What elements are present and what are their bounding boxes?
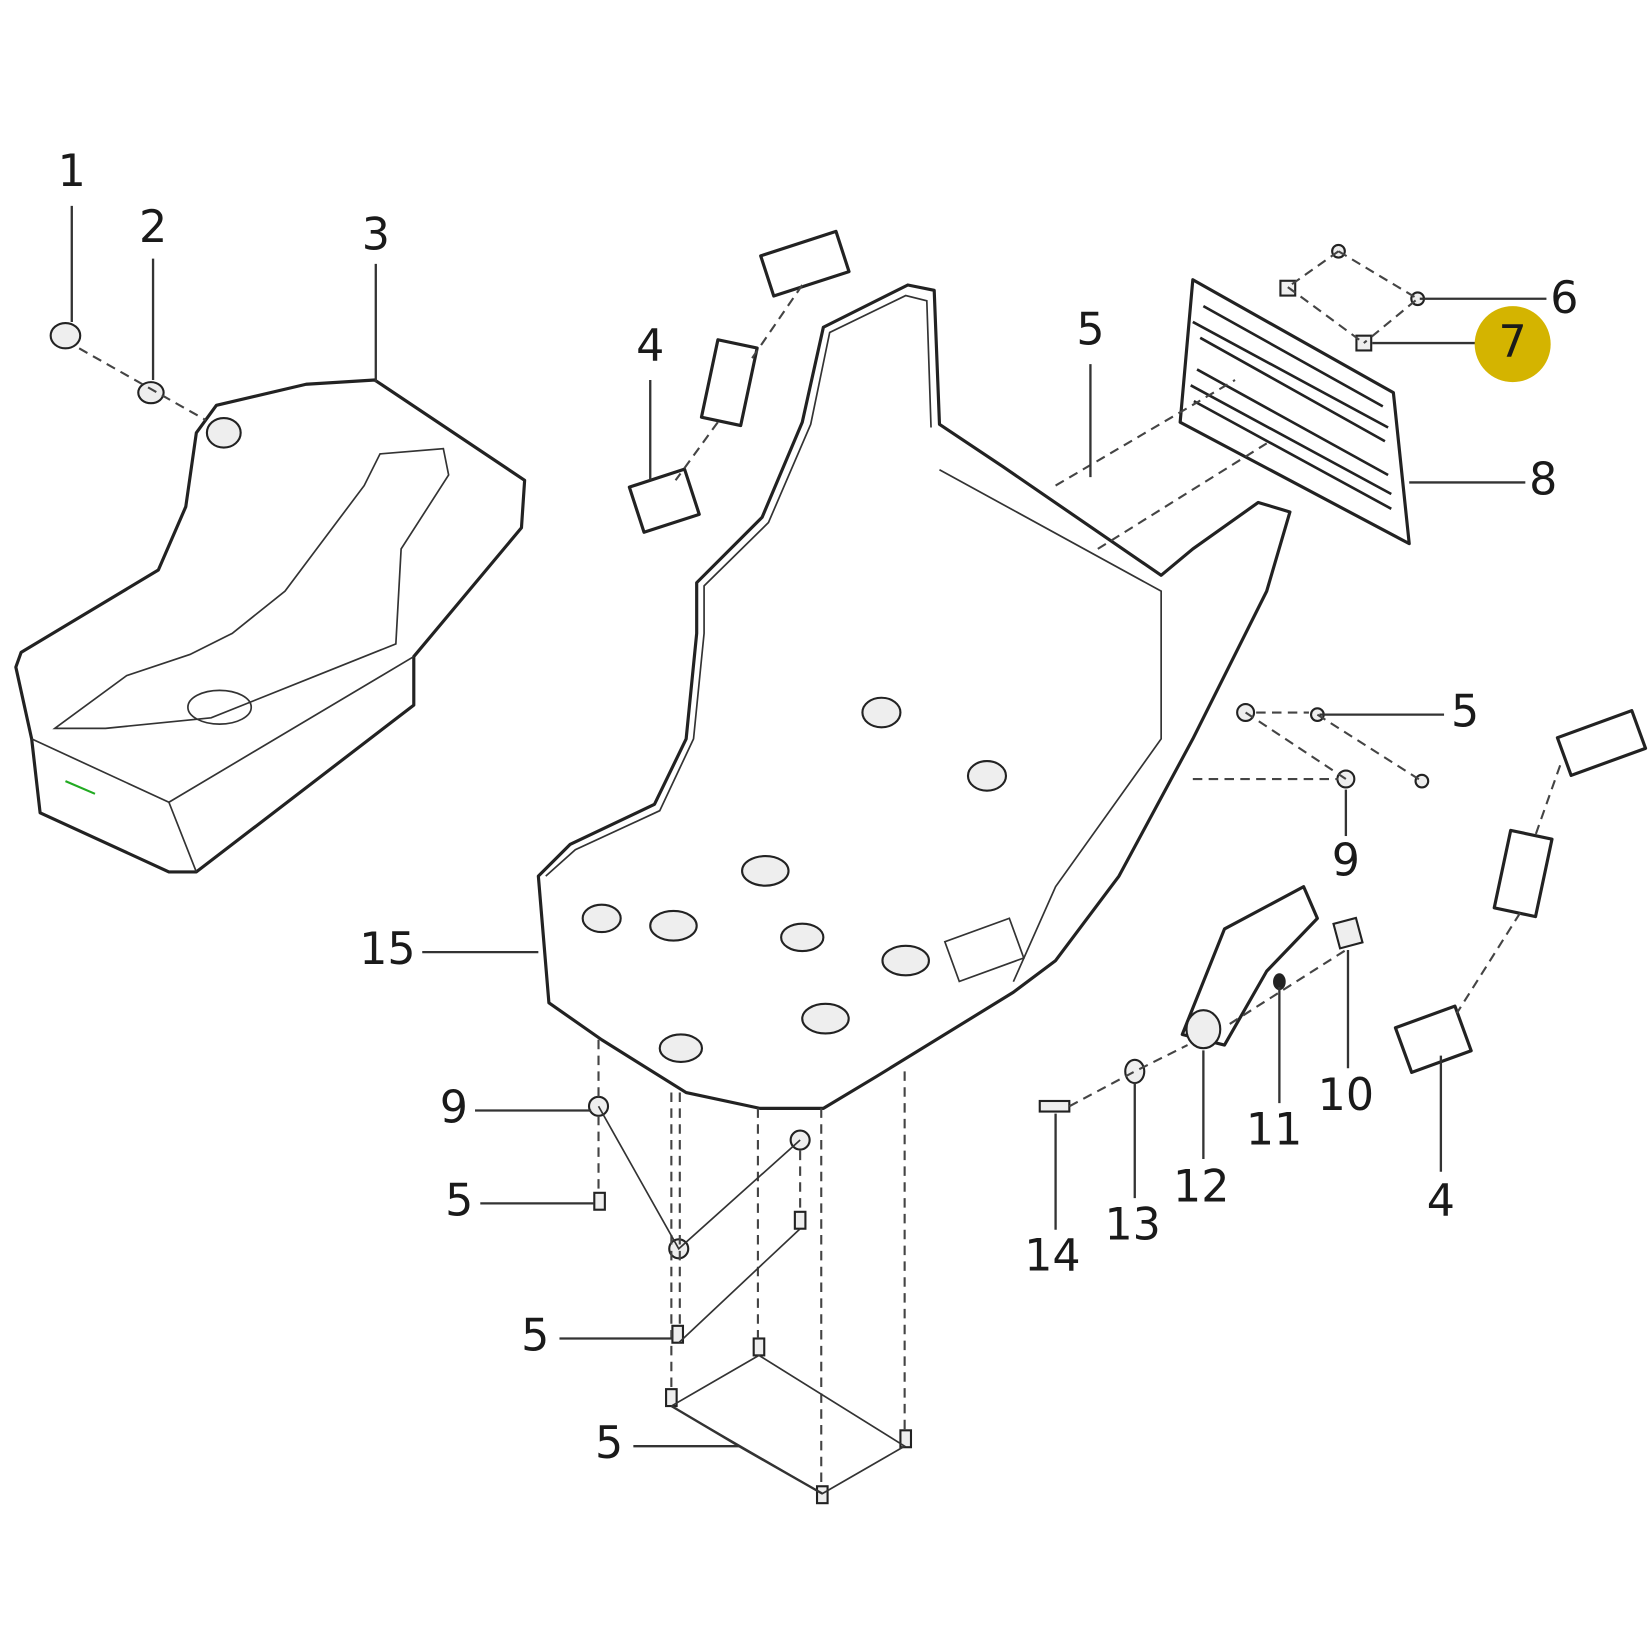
grille-mesh (1190, 304, 1392, 510)
part-4-pads-right[interactable] (1393, 709, 1648, 1074)
grommets (581, 696, 1008, 1063)
part-15-skid-plate[interactable] (536, 283, 1292, 1110)
part-8-grille[interactable] (1178, 278, 1411, 546)
callout-6[interactable]: 6 (1550, 273, 1578, 324)
part-12-bracket[interactable] (1180, 885, 1319, 1050)
callout-12[interactable]: 12 (1173, 1162, 1229, 1213)
part-10-nut[interactable] (1332, 916, 1364, 950)
part-1-cap[interactable] (49, 321, 82, 350)
callout-4[interactable]: 4 (1427, 1175, 1455, 1226)
callout-9[interactable]: 9 (1332, 835, 1360, 886)
highlight-circle (1474, 306, 1551, 383)
bottom-hardware (587, 1095, 913, 1505)
part-4-pads-left[interactable] (627, 229, 851, 534)
callouts: 1 2 3 4 5 6 7 8 5 9 4 10 11 12 13 14 15 … (58, 146, 1578, 1495)
part-14-bolt[interactable] (1038, 1099, 1071, 1113)
callout-7-highlighted[interactable]: 7 (1499, 317, 1527, 368)
callout-5[interactable]: 5 (595, 1418, 623, 1469)
callout-5[interactable]: 5 (1451, 687, 1479, 738)
callout-10[interactable]: 10 (1318, 1070, 1374, 1121)
part-11-spacer[interactable] (1273, 973, 1286, 991)
callout-3[interactable]: 3 (362, 210, 390, 261)
callout-15[interactable]: 15 (359, 924, 415, 975)
callout-5[interactable]: 5 (445, 1175, 473, 1226)
callout-13[interactable]: 13 (1104, 1200, 1160, 1251)
callout-5[interactable]: 5 (1076, 305, 1104, 356)
part-3-tank[interactable] (14, 378, 527, 874)
callout-2[interactable]: 2 (139, 202, 167, 253)
part-2-gasket[interactable] (137, 381, 165, 405)
callout-8[interactable]: 8 (1529, 454, 1557, 505)
part-13-washer[interactable] (1124, 1058, 1146, 1085)
callout-14[interactable]: 14 (1024, 1230, 1080, 1281)
callout-9[interactable]: 9 (440, 1082, 468, 1133)
callout-1[interactable]: 1 (58, 146, 86, 197)
part-6-bolts[interactable] (1331, 243, 1426, 307)
callout-11[interactable]: 11 (1246, 1105, 1302, 1156)
callout-4[interactable]: 4 (636, 320, 664, 371)
callout-5[interactable]: 5 (521, 1310, 549, 1361)
